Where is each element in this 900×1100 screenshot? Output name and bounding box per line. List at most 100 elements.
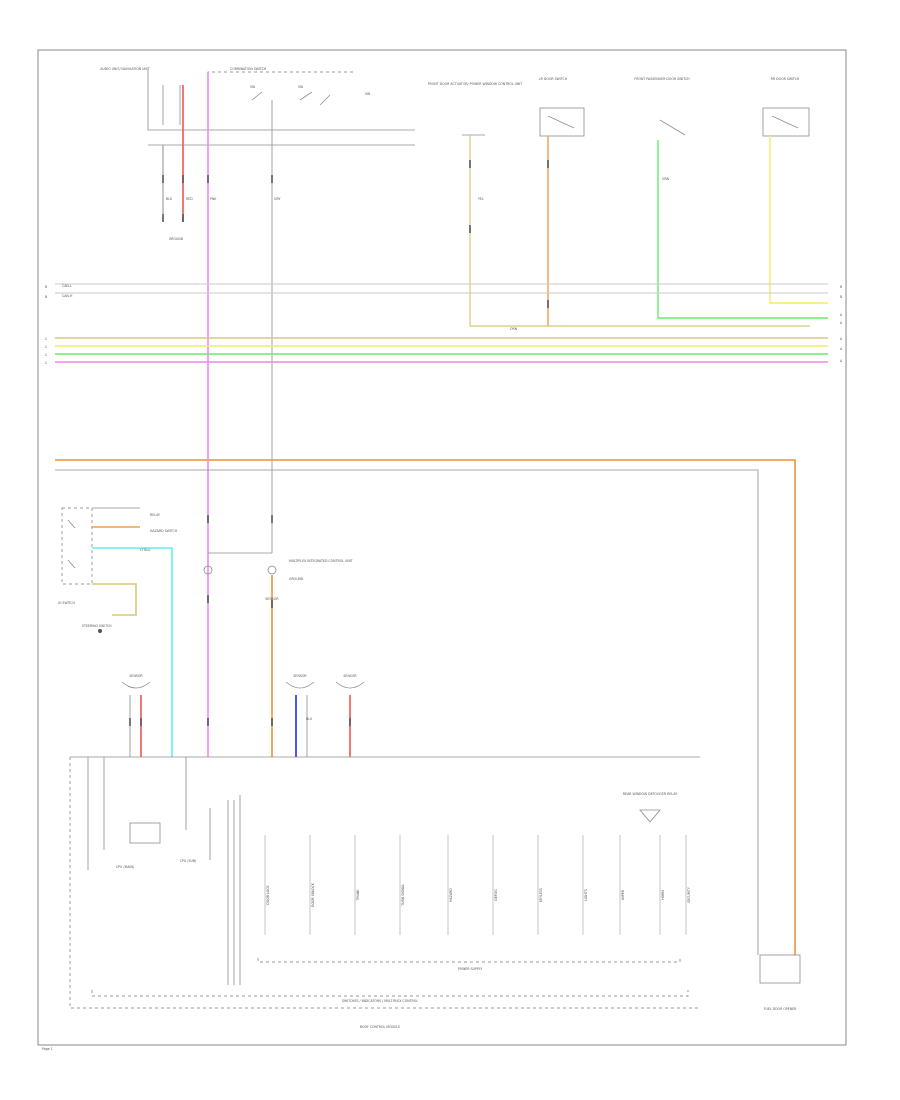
sensors: SENSOR SENSOR SENSOR SENSOR	[121, 597, 365, 689]
ignition-contact-2	[67, 559, 76, 569]
wire-label-blk: BLK	[166, 197, 173, 201]
wire-ign-cyan	[92, 547, 173, 757]
rr-door-switch: RR DOOR SWITCH	[762, 77, 810, 137]
combination-switch-outline	[207, 71, 355, 80]
lr-door-switch-contact	[547, 115, 575, 129]
sensor-4-label: SENSOR	[265, 597, 279, 601]
ignition-switch-outline	[61, 507, 93, 585]
wire-labels: BLK RED PNK GRY YEL GRN ORN BLU LT BLU	[140, 177, 670, 721]
ignition-switch-label: IG SWITCH	[58, 601, 76, 605]
cpu-left-label: CPU (MAIN)	[116, 865, 134, 869]
signal-label: SECURITY	[687, 887, 691, 903]
fuel-door-opener-label: FUEL DOOR OPENER	[764, 1007, 798, 1011]
fuel-door-opener: FUEL DOOR OPENER	[759, 954, 801, 1011]
signal-label: KEYLESS	[539, 888, 543, 902]
ground-point-label: GROUND	[289, 577, 304, 581]
front-door-module-label: FRONT DOOR ACTUATOR/ POWER WINDOW CONTRO…	[428, 82, 523, 86]
left-ground-label: GROUND	[169, 237, 184, 241]
sensor-3-label: SENSOR	[343, 674, 357, 678]
bus-orange	[55, 459, 796, 955]
switch-contact-3	[319, 94, 331, 106]
bus-label-right-1: B	[840, 285, 842, 289]
sensor-1-connector	[121, 681, 151, 689]
signal-label: HORN	[661, 890, 665, 900]
signal-label: DOOR UNLOCK	[311, 882, 315, 907]
bus-lines	[55, 283, 828, 955]
bus-label-right-3: A	[840, 313, 843, 317]
sw-label-2: SW	[298, 85, 304, 89]
body-control-module: BODY CONTROL MODULE SWITCHES / INDICATOR…	[69, 756, 700, 1029]
signal-label: DOOR LOCK	[266, 884, 270, 904]
steering-ground-point	[98, 629, 102, 633]
sensor-3-connector	[335, 681, 365, 689]
hazard-relay-label: HAZARD SWITCH	[150, 529, 178, 533]
front-passenger-switch-label: FRONT PASSENGER DOOR SWITCH	[634, 77, 690, 81]
control-module-label: BODY CONTROL MODULE	[360, 1025, 400, 1029]
bus-label-mid-2: CAN-H	[62, 294, 73, 298]
bus-label-mid-1: CAN-L	[62, 284, 72, 288]
front-door-module: FRONT DOOR ACTUATOR/ POWER WINDOW CONTRO…	[428, 82, 523, 136]
note-right-label: REAR WINDOW DEFOGGER RELAY	[623, 792, 677, 796]
fuel-door-opener-box	[759, 954, 801, 984]
signal-label: TURN SIGNAL	[401, 884, 405, 907]
bus-label-right-6: A	[840, 347, 843, 351]
sw-label-3: SW	[365, 92, 371, 96]
wire-green-front	[657, 140, 828, 319]
relay-label: RELAY	[150, 513, 160, 517]
signal-label: WIPER	[621, 889, 625, 900]
steering-switch-label: STEERING SWITCH	[82, 624, 112, 628]
power-supply-label: POWER SUPPLY	[458, 967, 482, 971]
bus-gray	[55, 469, 759, 955]
bus-label-left-3: C	[45, 337, 48, 341]
page-footer: Page 1	[42, 1047, 53, 1051]
rr-door-switch-contact	[771, 115, 799, 129]
multiplex-unit: MULTIPLEX INTEGRATED CONTROL UNIT GROUND	[203, 552, 353, 581]
wires	[87, 72, 828, 870]
signal-label: HAZARD	[449, 888, 453, 902]
splice-left	[203, 565, 213, 575]
control-module-outline	[69, 757, 700, 1009]
diagram-frame	[37, 49, 847, 1046]
wire-label-ltblu: LT BLU	[140, 548, 151, 552]
sw-label-1: SW	[250, 85, 256, 89]
signal-label: LIGHTS	[584, 889, 588, 901]
audio-unit: AUDIO UNIT/ NAVIGATION UNIT	[100, 67, 415, 146]
wire-label-gry: GRY	[274, 197, 280, 201]
combination-switch-label: COMBINATION SWITCH	[230, 67, 267, 71]
bus-label-left-6: C	[45, 361, 48, 365]
wire-tan-door	[469, 135, 810, 327]
cpu-right-label: CPU (SUB)	[180, 859, 197, 863]
wire-yellow-rr	[769, 136, 828, 304]
wire-label-red: RED	[186, 197, 193, 201]
ignition-switch: IG SWITCH STEERING SWITCH RELAY HAZARD S…	[58, 507, 178, 633]
bus-label-left-2: B	[45, 295, 47, 299]
front-passenger-switch: FRONT PASSENGER DOOR SWITCH	[634, 77, 690, 136]
lr-door-switch-box	[539, 107, 585, 137]
wire-label-blu: BLU	[306, 717, 313, 721]
rr-door-switch-label: RR DOOR SWITCH	[771, 77, 800, 81]
switch-contact-1	[251, 91, 263, 101]
signal-label: DEFOG	[494, 889, 498, 901]
switch-contact-2	[299, 91, 313, 101]
bus-label-left-4: C	[45, 345, 48, 349]
signal-columns: DOOR LOCK DOOR UNLOCK TRUNK TURN SIGNAL HAZA…	[264, 835, 691, 935]
wire-label-orn: ORN	[510, 327, 518, 331]
lr-door-switch: LR DOOR SWITCH	[539, 77, 585, 137]
lr-door-switch-label: LR DOOR SWITCH	[539, 77, 568, 81]
signal-label: TRUNK	[356, 889, 360, 902]
bus-label-right-4: A	[840, 321, 843, 325]
wire-label-yel: YEL	[478, 197, 484, 201]
splice-right	[267, 565, 277, 575]
combination-switch: COMBINATION SWITCH SW SW SW	[207, 67, 371, 106]
sensor-1-label: SENSOR	[129, 674, 143, 678]
multiplex-unit-label: MULTIPLEX INTEGRATED CONTROL UNIT	[289, 559, 353, 563]
power-supply-bracket	[257, 958, 681, 963]
audio-unit-label: AUDIO UNIT/ NAVIGATION UNIT	[100, 67, 149, 71]
wire-ign-tan	[92, 583, 137, 616]
audio-unit-box	[147, 70, 415, 131]
sensor-2-connector	[285, 681, 315, 689]
ignition-contact-1	[67, 519, 76, 529]
bus-label-right-2: B	[840, 295, 842, 299]
note-right-marker	[639, 809, 661, 823]
